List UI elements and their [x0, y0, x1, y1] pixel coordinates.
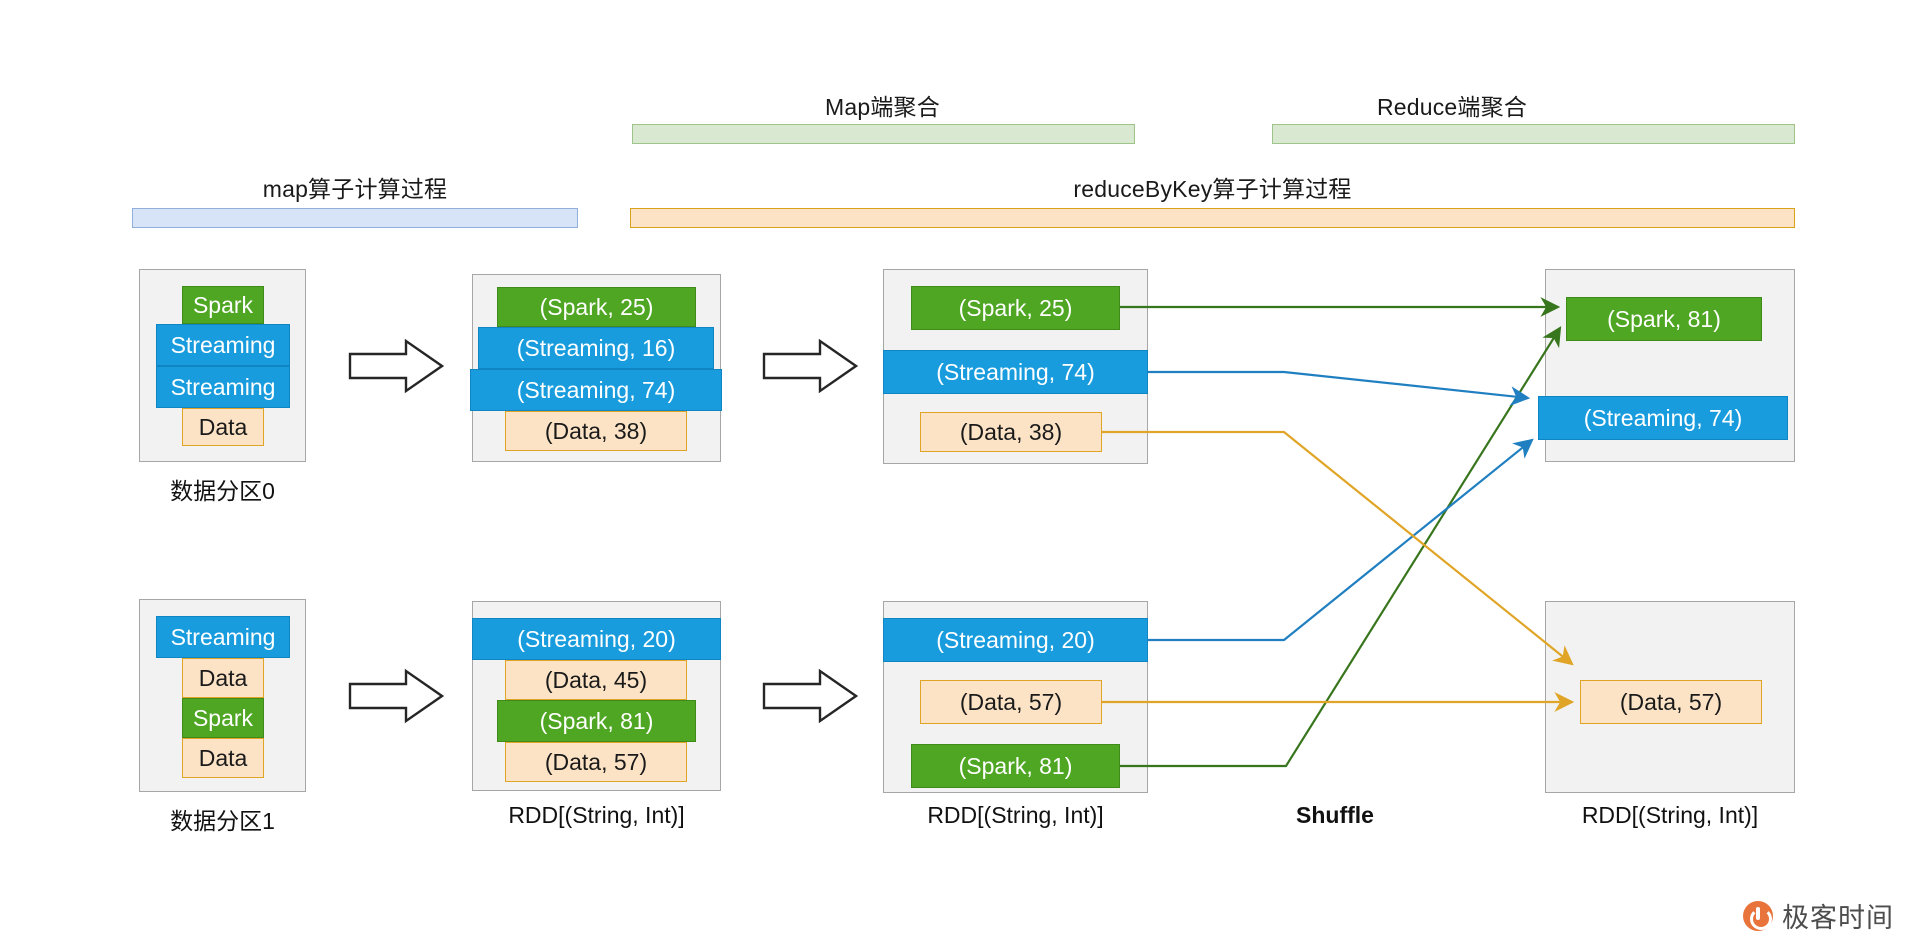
record-chip: (Streaming, 16): [478, 327, 714, 369]
connector-data-top: [1102, 430, 1574, 666]
record-chip: (Streaming, 74): [883, 350, 1148, 394]
caption-rdd-reduceagg: RDD[(String, Int)]: [1581, 802, 1759, 828]
record-chip: Data: [182, 738, 264, 778]
phase-label-map-side: Map端聚合: [825, 94, 940, 120]
caption-partition-0: 数据分区0: [170, 478, 275, 504]
record-chip: (Streaming, 74): [1538, 396, 1788, 440]
caption-partition-1: 数据分区1: [170, 808, 275, 834]
record-chip: Data: [182, 408, 264, 446]
caption-rdd-mapagg: RDD[(String, Int)]: [927, 802, 1104, 828]
record-chip: (Spark, 81): [911, 744, 1120, 788]
reduce-stage-arrow-bottom: [762, 668, 858, 724]
record-chip: Streaming: [156, 616, 290, 658]
phase-label-reduce-side: Reduce端聚合: [1376, 94, 1528, 120]
record-chip: (Spark, 81): [497, 700, 696, 742]
reduce-stage-arrow-top: [762, 338, 858, 394]
geekbang-logo-icon: [1743, 900, 1773, 931]
record-chip: (Data, 57): [505, 742, 687, 782]
record-chip: (Spark, 81): [1566, 297, 1762, 341]
record-chip: Spark: [182, 698, 264, 738]
caption-rdd-after-map: RDD[(String, Int)]: [508, 802, 685, 828]
record-chip: (Data, 57): [920, 680, 1102, 724]
record-chip: (Spark, 25): [911, 286, 1120, 330]
map-stage-arrow-top: [348, 338, 444, 394]
record-chip: Streaming: [156, 324, 290, 366]
connector-spark-bottom: [1120, 326, 1562, 768]
shuffle-label: Shuffle: [1296, 802, 1374, 828]
record-chip: (Data, 38): [505, 411, 687, 451]
watermark: 极客时间: [1743, 896, 1894, 935]
record-chip: (Data, 38): [920, 412, 1102, 452]
record-chip: (Streaming, 74): [470, 369, 722, 411]
record-chip: Data: [182, 658, 264, 698]
record-chip: (Spark, 25): [497, 287, 696, 327]
map-stage-arrow-bottom: [348, 668, 444, 724]
phase-label-map-op: map算子计算过程: [262, 176, 448, 202]
phase-label-reducebykey-op: reduceByKey算子计算过程: [1073, 176, 1352, 202]
record-chip: (Data, 45): [505, 660, 687, 700]
connector-streaming-top: [1148, 370, 1531, 406]
record-chip: Streaming: [156, 366, 290, 408]
phase-bar-map-side: [632, 124, 1135, 144]
record-chip: (Streaming, 20): [883, 618, 1148, 662]
record-chip: Spark: [182, 286, 264, 324]
record-chip: (Data, 57): [1580, 680, 1762, 724]
connector-streaming-bottom: [1148, 438, 1534, 642]
phase-bar-map-op: [132, 208, 578, 228]
watermark-text: 极客时间: [1782, 903, 1894, 933]
phase-bar-reduce-side: [1272, 124, 1795, 144]
record-chip: (Streaming, 20): [472, 618, 721, 660]
phase-bar-reducebykey-op: [630, 208, 1795, 228]
